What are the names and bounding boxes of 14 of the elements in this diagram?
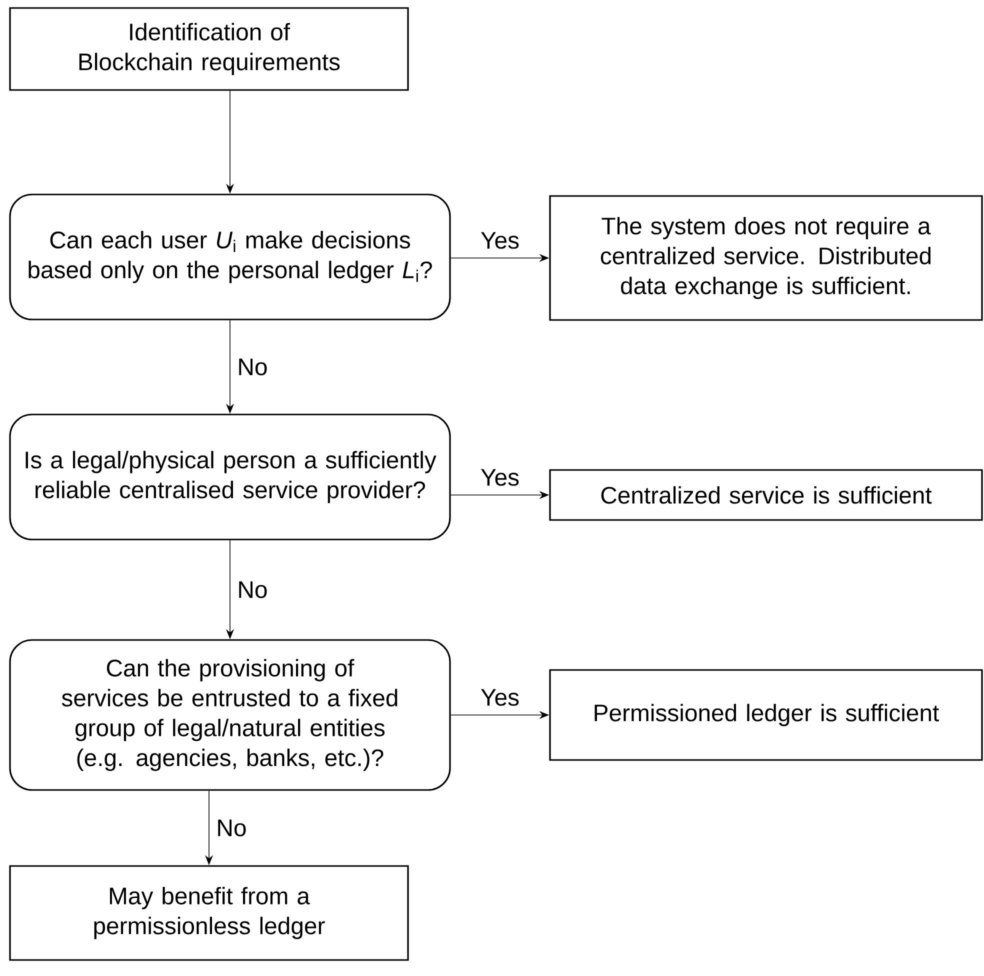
process-box: Identification of Blockchain requirements [9, 7, 409, 91]
edge-label: Yes [480, 231, 520, 250]
edge-label: Yes [480, 688, 520, 707]
decision-box: Is a legal/physical person a sufficiently reliable centralised service provider? [9, 414, 451, 540]
edge-label: Yes [480, 468, 520, 487]
decision-box: Can the provisioning of services be entrusted to a fixed group of legal/natural entities (e.g. agencies, banks, etc.)? [9, 639, 451, 791]
process-box: Permissioned ledger is sufficient [549, 669, 983, 761]
edge-label: No [215, 818, 248, 838]
process-box: The system does not require a centralized service. Distributed data exchange is sufficient. [549, 195, 983, 321]
edge-label: No [236, 580, 269, 600]
edge-label: No [236, 358, 269, 376]
process-box: Centralized service is sufficient [549, 469, 983, 521]
decision-box: Can each user U$_{i}$ make decisions based only on the personal ledger L$_{i}$? [9, 194, 451, 320]
process-box: May benefit from a permissionless ledger [9, 865, 409, 961]
